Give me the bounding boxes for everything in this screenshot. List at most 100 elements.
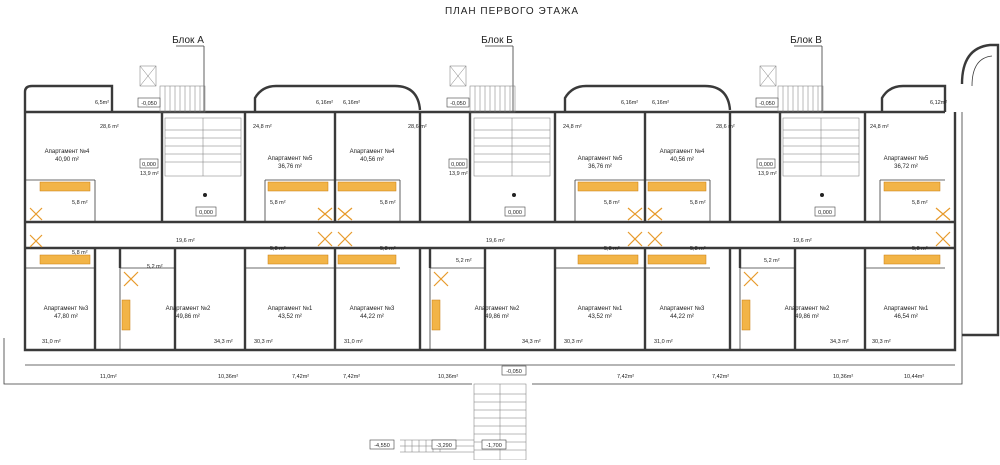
apartment-area: 44,22 m²	[670, 314, 694, 320]
area-label: 5,8 m²	[270, 200, 286, 206]
apartment-label: Апартамент №3	[350, 305, 395, 312]
apartment-label: Апартамент №4	[350, 148, 395, 155]
area-label: 6,16m²	[343, 100, 360, 106]
level-markers: -0,050 -0,050 -0,050 0,000 0,000 0,000 0…	[137, 97, 836, 450]
area-label: 5,8 m²	[690, 246, 706, 252]
block-label-b: Блок Б	[481, 35, 513, 46]
apartment-area: 36,76 m²	[588, 164, 612, 170]
apartment-area: 46,54 m²	[894, 314, 918, 320]
area-label: 6,16m²	[621, 100, 638, 106]
area-label: 6,12m²	[930, 100, 947, 106]
apartment-area: 40,56 m²	[670, 157, 694, 163]
apartment-label: Апартамент №2	[475, 305, 520, 312]
area-label: 31,0 m²	[654, 339, 673, 345]
bathroom-walls	[25, 179, 945, 350]
apartment-label: Апартамент №1	[578, 305, 623, 312]
area-label: 5,8 m²	[912, 200, 928, 206]
area-label: 24,8 m²	[563, 124, 582, 130]
area-label: 31,0 m²	[42, 339, 61, 345]
apartment-area: 43,52 m²	[588, 314, 612, 320]
area-label: 7,42m²	[343, 374, 360, 380]
level-marker: 0,000	[451, 162, 465, 168]
apartment-label: Апартамент №3	[44, 305, 89, 312]
area-label: 30,3 m²	[254, 339, 273, 345]
block-label-a: Блок А	[172, 35, 204, 46]
apartment-label: Апартамент №2	[166, 305, 211, 312]
fixtures	[29, 181, 951, 331]
level-marker: -3,290	[436, 443, 452, 449]
apartment-area: 36,76 m²	[278, 164, 302, 170]
plan-title: ПЛАН ПЕРВОГО ЭТАЖА	[445, 6, 579, 17]
apartment-label: Апартамент №5	[268, 155, 313, 162]
area-label: 24,8 m²	[870, 124, 889, 130]
area-label: 5,8 m²	[72, 250, 88, 256]
apartment-label: Апартамент №5	[884, 155, 929, 162]
apartment-area: 43,52 m²	[278, 314, 302, 320]
level-marker: -0,050	[141, 101, 157, 107]
area-labels: 6,5m² 28,6 m² 24,8 m² 6,16m² 6,16m² 28,6…	[42, 100, 947, 380]
apartment-label: Апартамент №4	[660, 148, 705, 155]
area-label: 6,16m²	[652, 100, 669, 106]
area-label: 28,6 m²	[408, 124, 427, 130]
level-marker: 0,000	[508, 210, 522, 216]
block-leader-lines	[176, 45, 823, 112]
level-marker: 0,000	[142, 162, 156, 168]
area-label: 10,36m²	[833, 374, 853, 380]
area-label: 34,3 m²	[522, 339, 541, 345]
area-label: 5,8 m²	[604, 200, 620, 206]
area-label: 5,8 m²	[380, 246, 396, 252]
apartment-labels: Апартамент №4 40,90 m² Апартамент №5 36,…	[44, 148, 929, 320]
area-label: 5,2 m²	[456, 258, 472, 264]
area-label: 13,9 m²	[449, 171, 468, 177]
level-marker: -4,550	[374, 443, 390, 449]
area-label: 5,8 m²	[270, 246, 286, 252]
area-label: 31,0 m²	[344, 339, 363, 345]
apartment-label: Апартамент №3	[660, 305, 705, 312]
apartment-area: 40,56 m²	[360, 157, 384, 163]
area-label: 19,6 m²	[486, 238, 505, 244]
area-label: 24,8 m²	[253, 124, 272, 130]
apartment-area: 49,86 m²	[485, 314, 509, 320]
apartment-label: Апартамент №4	[45, 148, 90, 155]
apartment-label: Апартамент №1	[884, 305, 929, 312]
building-outline	[3, 43, 1000, 385]
apartment-area: 36,72 m²	[894, 164, 918, 170]
level-marker: 0,000	[759, 162, 773, 168]
area-label: 7,42m²	[292, 374, 309, 380]
area-label: 5,8 m²	[912, 246, 928, 252]
level-marker: 0,000	[199, 210, 213, 216]
level-marker: -0,050	[506, 369, 522, 375]
area-label: 7,42m²	[617, 374, 634, 380]
area-label: 10,36m²	[218, 374, 238, 380]
area-label: 34,3 m²	[830, 339, 849, 345]
area-label: 19,6 m²	[793, 238, 812, 244]
area-label: 5,2 m²	[147, 264, 163, 270]
area-label: 5,8 m²	[380, 200, 396, 206]
area-label: 10,36m²	[438, 374, 458, 380]
area-label: 5,8 m²	[72, 200, 88, 206]
area-label: 10,44m²	[904, 374, 924, 380]
area-label: 34,3 m²	[214, 339, 233, 345]
level-marker: -0,050	[759, 101, 775, 107]
level-marker: -0,050	[450, 101, 466, 107]
apartment-label: Апартамент №5	[578, 155, 623, 162]
level-marker: -1,700	[486, 443, 502, 449]
apartment-area: 49,86 m²	[176, 314, 200, 320]
area-label: 5,2 m²	[764, 258, 780, 264]
partitions	[93, 112, 867, 350]
area-label: 28,6 m²	[100, 124, 119, 130]
area-label: 28,6 m²	[716, 124, 735, 130]
stairwells	[139, 65, 860, 197]
area-label: 13,9 m²	[758, 171, 777, 177]
area-label: 30,3 m²	[564, 339, 583, 345]
area-label: 5,8 m²	[604, 246, 620, 252]
area-label: 13,9 m²	[140, 171, 159, 177]
apartment-label: Апартамент №1	[268, 305, 313, 312]
apartment-area: 47,80 m²	[54, 314, 78, 320]
apartment-area: 40,90 m²	[55, 157, 79, 163]
area-label: 6,5m²	[95, 100, 109, 106]
block-label-v: Блок В	[790, 35, 822, 46]
apartment-area: 49,86 m²	[795, 314, 819, 320]
